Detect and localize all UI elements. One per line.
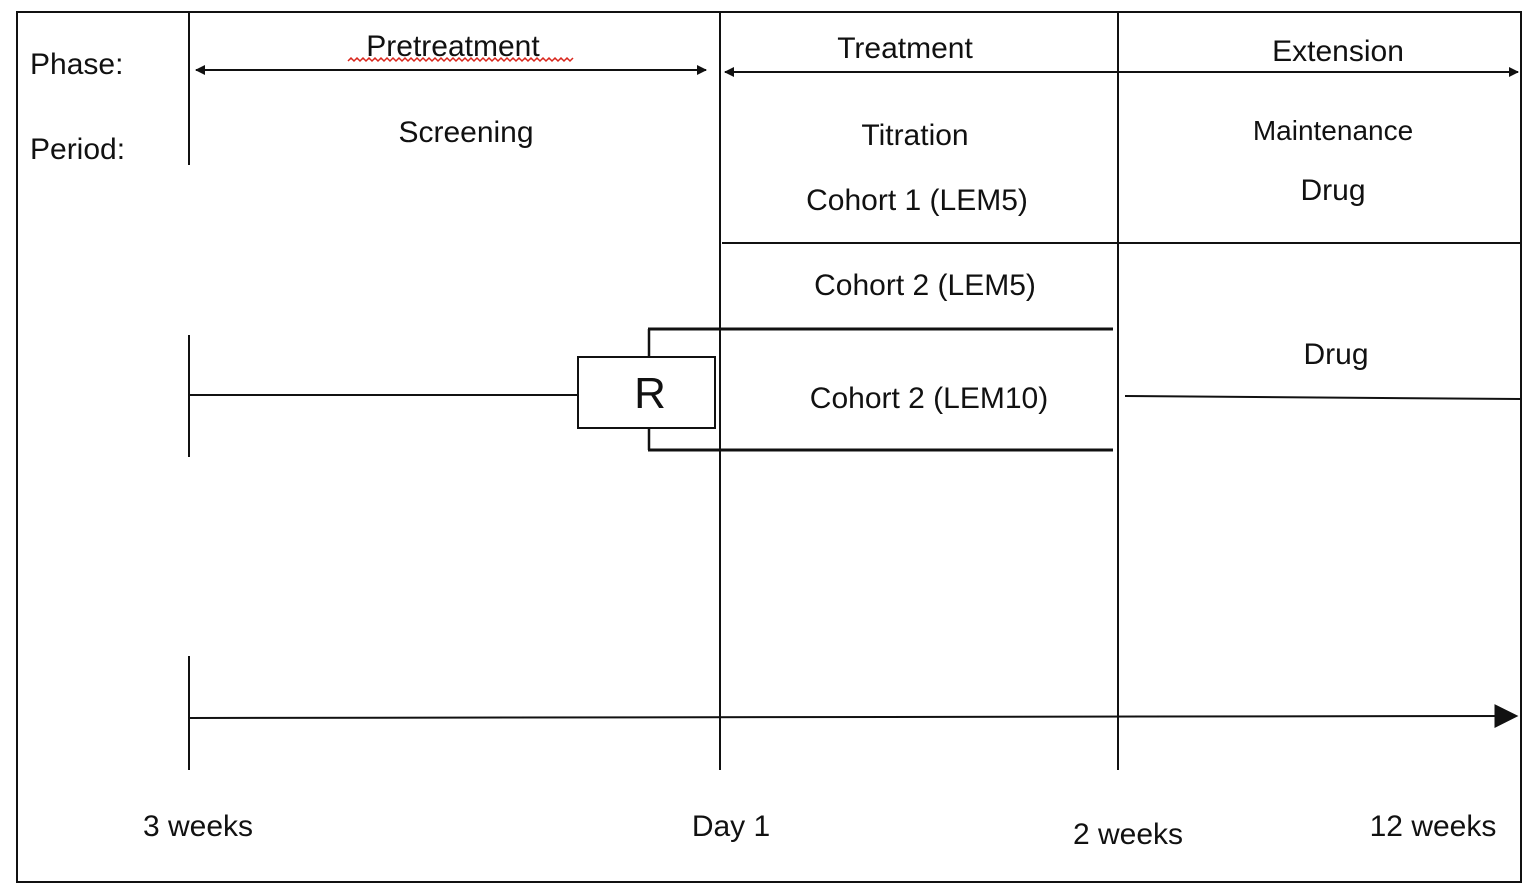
cohort1-label: Cohort 1 (LEM5) [806, 184, 1028, 217]
outer-frame [16, 11, 1522, 883]
phase-label: Phase: [30, 48, 123, 81]
phase-extension: Extension [1272, 35, 1404, 68]
phase-treatment: Treatment [837, 32, 973, 65]
spellcheck-underline [347, 56, 574, 63]
period-label: Period: [30, 133, 125, 166]
period-titration: Titration [861, 119, 968, 152]
randomization-box [577, 356, 716, 429]
drug-bottom-label: Drug [1303, 338, 1368, 371]
timeline-3-weeks: 3 weeks [143, 810, 253, 843]
cohort2-lem5-label: Cohort 2 (LEM5) [814, 269, 1036, 302]
timeline-day-1: Day 1 [692, 810, 770, 843]
timeline-arrow [188, 704, 1519, 729]
timeline-12-weeks: 12 weeks [1370, 810, 1497, 843]
drug-top-label: Drug [1300, 174, 1365, 207]
cohort2-lem10-label: Cohort 2 (LEM10) [810, 382, 1048, 415]
randomization-label: R [634, 369, 666, 418]
extension-drug-line [1124, 395, 1521, 400]
period-maintenance: Maintenance [1253, 115, 1413, 146]
timeline-2-weeks: 2 weeks [1073, 818, 1183, 851]
period-screening: Screening [398, 116, 533, 149]
